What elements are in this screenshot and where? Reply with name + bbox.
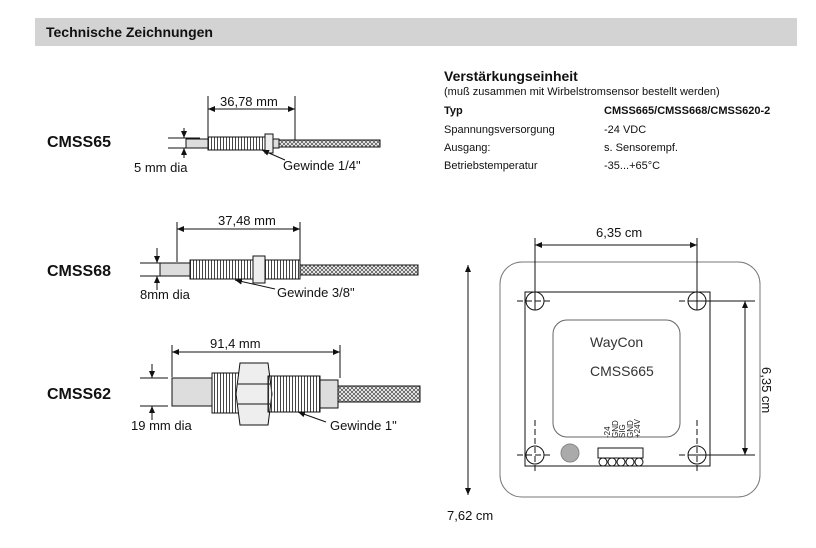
spec-value: -24 VDC bbox=[604, 124, 647, 136]
pin-labels: -24 GND SIG GND +24V bbox=[603, 419, 642, 438]
sensor-cmss68-drawing bbox=[140, 222, 419, 290]
mounting-holes bbox=[517, 291, 715, 473]
spec-label: Ausgang: bbox=[444, 142, 491, 154]
device-model-label: CMSS665 bbox=[590, 363, 654, 379]
spec-value: -35...+65°C bbox=[604, 160, 661, 172]
sensor-length: 36,78 mm bbox=[220, 94, 278, 109]
outer-dimension-label: 7,62 cm bbox=[447, 508, 494, 523]
width-dimension-label: 6,35 cm bbox=[596, 225, 643, 240]
sensor-diameter: 8mm dia bbox=[140, 287, 190, 302]
sensor-model-cmss65: CMSS65 bbox=[47, 134, 112, 151]
amplifier-subtitle: (muß zusammen mit Wirbelstromsensor best… bbox=[444, 86, 720, 98]
pin-label: +24V bbox=[633, 419, 642, 438]
led-indicator bbox=[560, 443, 580, 463]
sensor-cmss65-drawing bbox=[168, 96, 381, 161]
connector bbox=[597, 447, 644, 459]
height-dimension-label: 6,35 cm bbox=[759, 367, 774, 414]
spec-label: Typ bbox=[444, 105, 463, 117]
brand-label: WayCon bbox=[590, 334, 644, 350]
sensor-thread: Gewinde 1" bbox=[330, 418, 397, 433]
amplifier-drawing bbox=[465, 238, 761, 498]
spec-value: CMSS665/CMSS668/CMSS620-2 bbox=[604, 105, 771, 117]
sensor-length: 37,48 mm bbox=[218, 213, 276, 228]
sensor-length: 91,4 mm bbox=[210, 336, 261, 351]
sensor-thread: Gewinde 3/8" bbox=[277, 285, 355, 300]
sensor-cmss62-drawing bbox=[140, 345, 421, 426]
sensor-diameter: 19 mm dia bbox=[131, 418, 192, 433]
amplifier-title: Verstärkungseinheit bbox=[444, 68, 578, 84]
section-header: Technische Zeichnungen bbox=[35, 18, 797, 46]
sensor-thread: Gewinde 1/4" bbox=[283, 158, 361, 173]
sensor-model-cmss62: CMSS62 bbox=[47, 386, 112, 403]
spec-value: s. Sensorempf. bbox=[604, 142, 678, 154]
sensor-diameter: 5 mm dia bbox=[134, 160, 188, 175]
section-title: Technische Zeichnungen bbox=[46, 24, 213, 40]
spec-label: Betriebstemperatur bbox=[444, 160, 538, 172]
sensor-model-cmss68: CMSS68 bbox=[47, 263, 112, 280]
spec-label: Spannungsversorgung bbox=[444, 124, 555, 136]
connector-pins bbox=[598, 457, 644, 467]
